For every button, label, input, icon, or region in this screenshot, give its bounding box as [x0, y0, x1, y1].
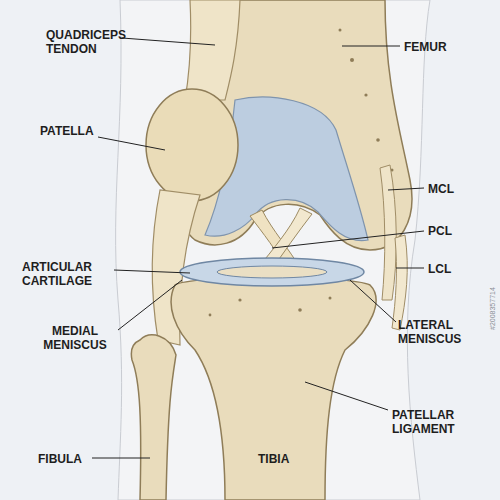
fibula-bone — [131, 335, 176, 500]
part-label: PCL — [428, 224, 478, 238]
patella-bone — [146, 89, 238, 201]
part-label: LCL — [428, 262, 478, 276]
part-label: FIBULA — [38, 452, 98, 466]
part-label: PATELLA — [40, 124, 110, 138]
part-label: PATELLAR LIGAMENT — [392, 408, 488, 436]
part-label: MCL — [428, 182, 478, 196]
tibia-bone — [171, 278, 376, 500]
part-label: TIBIA — [258, 452, 318, 466]
watermark: #2008357714 — [486, 287, 500, 330]
part-label: FEMUR — [404, 40, 484, 54]
part-label: MEDIAL MENISCUS — [30, 324, 120, 352]
meniscus — [180, 258, 364, 286]
part-label: LATERAL MENISCUS — [398, 318, 488, 346]
quadriceps-tendon — [185, 0, 240, 100]
part-label: QUADRICEPS TENDON — [46, 28, 136, 56]
part-label: ARTICULAR CARTILAGE — [22, 260, 114, 288]
leg-outline — [116, 0, 430, 500]
lcl-ligament — [392, 235, 407, 330]
mcl-ligament — [380, 165, 396, 300]
leader-lines — [92, 38, 424, 458]
